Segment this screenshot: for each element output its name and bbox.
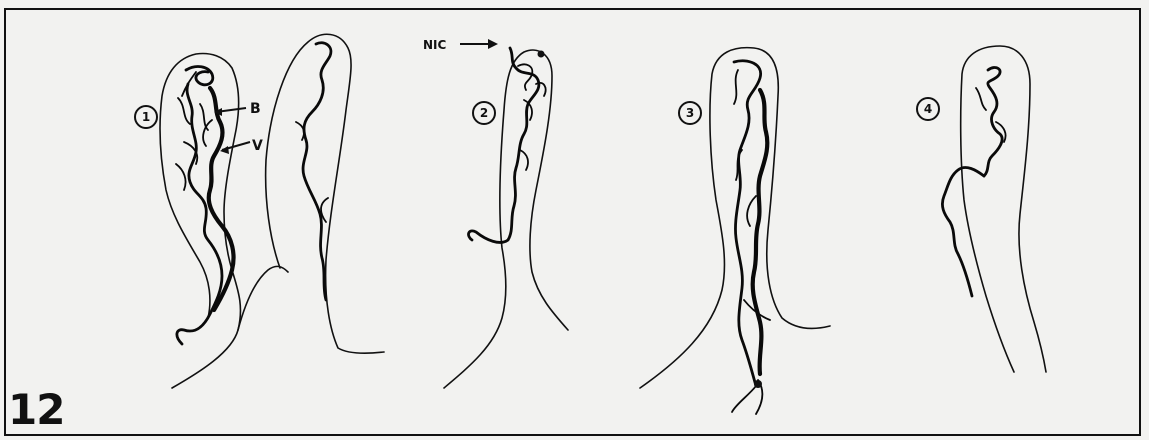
vessel — [518, 64, 546, 170]
vessel — [984, 68, 1002, 176]
vessel — [296, 122, 328, 222]
villus-outline — [444, 50, 568, 388]
villus-outline — [961, 46, 1046, 372]
vessel-node — [754, 380, 762, 388]
panel-marker-1: 1 — [142, 110, 150, 124]
villus-outline — [238, 266, 288, 330]
label-b: B — [250, 101, 261, 117]
panel-1: 1 B V — [135, 34, 384, 388]
arrowhead — [488, 39, 498, 49]
panel-marker-4: 4 — [924, 102, 932, 116]
panel-marker-2: 2 — [480, 106, 488, 120]
panel-4: 4 — [917, 46, 1046, 372]
panel-3: 3 — [640, 48, 830, 414]
label-nic: NIC — [423, 38, 447, 52]
vessel — [469, 48, 539, 242]
panel-marker-3: 3 — [686, 106, 694, 120]
panel-2: 2 NIC — [423, 38, 568, 388]
villus-outline — [266, 34, 384, 353]
vessel-node — [538, 51, 545, 58]
label-v: V — [252, 138, 263, 154]
arrowhead — [220, 146, 229, 154]
vessel — [753, 90, 768, 374]
figure-number: 12 — [8, 386, 64, 434]
